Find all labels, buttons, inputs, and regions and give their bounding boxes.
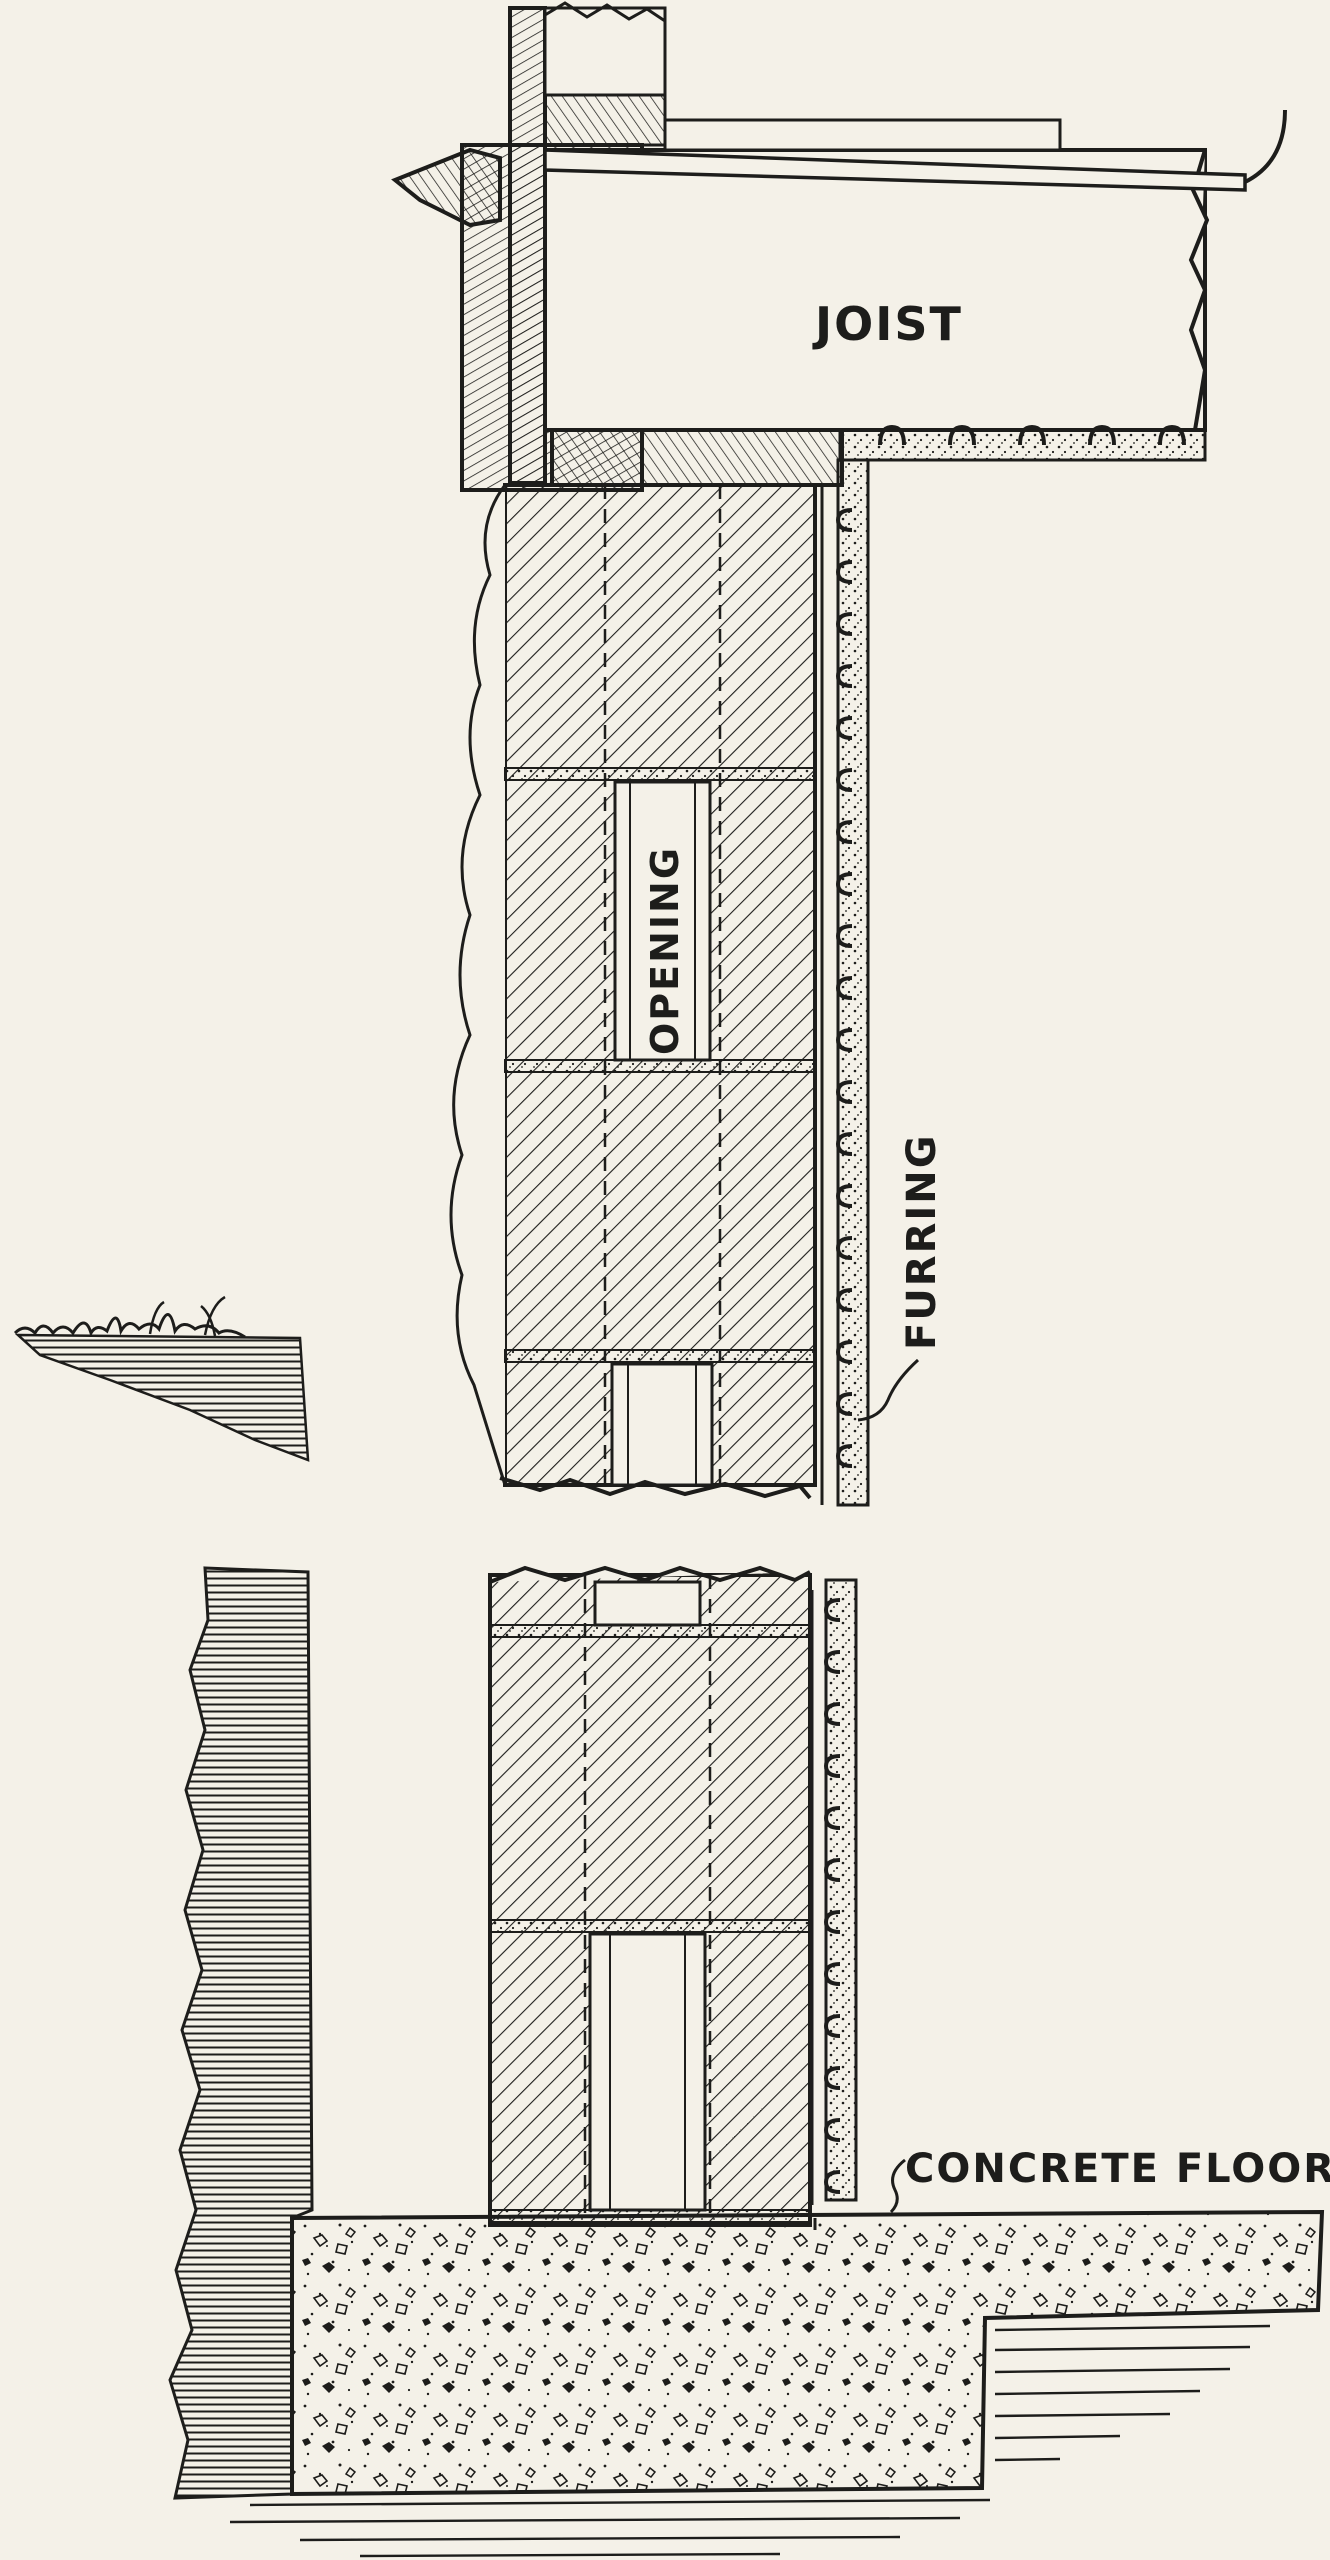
opening-label: Opening (643, 846, 687, 1055)
concrete-footing (290, 2209, 1325, 2497)
ceiling-clip (1158, 424, 1186, 446)
concrete-floor-leader (889, 2158, 906, 2214)
furring-leader (857, 1358, 920, 1422)
lath-clips (823, 508, 853, 2194)
lath-clip (823, 1650, 841, 1674)
lath-clip (835, 716, 853, 740)
lath-clip (823, 2170, 841, 2194)
lath-clip (823, 1806, 841, 1830)
lath-clip (835, 508, 853, 532)
lath-clip (823, 1962, 841, 1986)
ceiling-clip (948, 424, 976, 446)
lath-clip (835, 820, 853, 844)
lath-clip (835, 1132, 853, 1156)
lath-clip (835, 768, 853, 792)
lath-clip (835, 664, 853, 688)
lower-wall (488, 1565, 812, 2227)
lath-clip (835, 1080, 853, 1104)
lath-clip (835, 1340, 853, 1364)
lath-clip (823, 1598, 841, 1622)
grass-ground (13, 1295, 310, 1462)
upper-wall (449, 483, 817, 1500)
lath-clip (835, 1392, 853, 1416)
lath-clip (835, 976, 853, 1000)
lath-clip (835, 1288, 853, 1312)
ceiling-clip (1018, 424, 1046, 446)
lath-clip (835, 1236, 853, 1260)
lath-clip (823, 1858, 841, 1882)
joist-label: Joist (812, 297, 963, 351)
lath-clip (823, 1702, 841, 1726)
ceiling-clip (878, 424, 906, 446)
furring-label: Furring (899, 1133, 945, 1350)
lath-clip (835, 924, 853, 948)
concrete-floor-label: Concrete Floor (905, 2146, 1330, 2192)
lath-clip (823, 2014, 841, 2038)
lath-clip (835, 1444, 853, 1468)
lath-clip (823, 1910, 841, 1934)
lath-clip (835, 560, 853, 584)
lath-clip (823, 2066, 841, 2090)
lath-clip (823, 2118, 841, 2142)
lath-clip (835, 612, 853, 636)
ceiling-clip (1088, 424, 1116, 446)
ceiling-lath-clips (878, 424, 1186, 446)
earth-bank (168, 1566, 314, 2500)
lath-clip (835, 1028, 853, 1052)
lath-clip (835, 872, 853, 896)
joist (543, 109, 1287, 462)
earth-hatching (229, 2324, 1271, 2558)
lath-clip (835, 1184, 853, 1208)
lath-clip (823, 1754, 841, 1778)
